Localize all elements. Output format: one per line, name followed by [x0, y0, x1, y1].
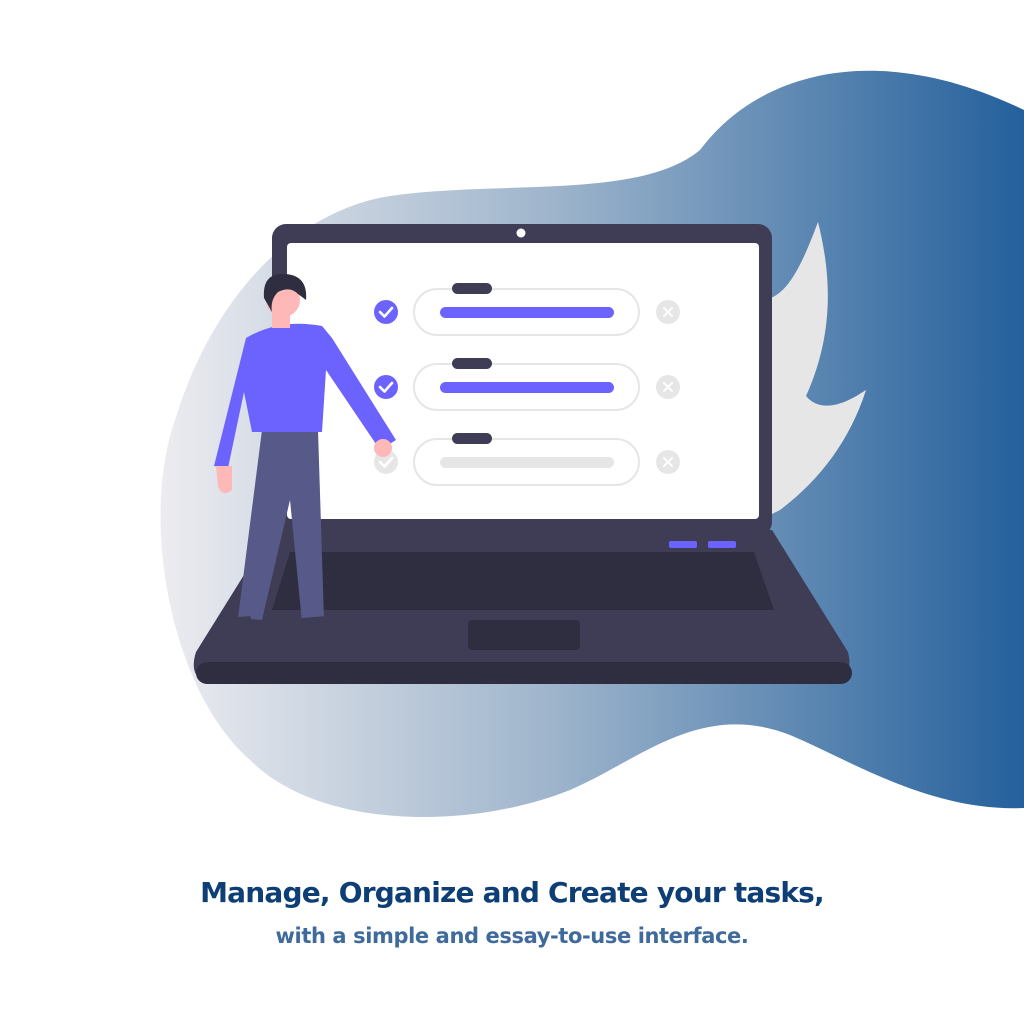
person-figure: [214, 273, 396, 640]
close-icon: [663, 307, 673, 317]
label-icon: [452, 283, 492, 294]
person-shirt: [214, 323, 396, 468]
person-hair: [263, 273, 307, 312]
hero-illustration: [160, 70, 1024, 818]
headline: Manage, Organize and Create your tasks,: [200, 876, 825, 909]
label-icon: [452, 433, 492, 444]
person-hand-left: [216, 466, 232, 494]
laptop-base-edge: [196, 662, 852, 684]
person-shoe-right: [300, 616, 340, 636]
keyboard-area: [272, 552, 774, 610]
webcam-icon: [516, 228, 526, 238]
checkmark-icon: [378, 381, 394, 393]
leaf-decoration: [760, 222, 866, 520]
task-bar: [440, 382, 614, 393]
person-leg-back: [238, 430, 324, 622]
label-icon: [452, 358, 492, 369]
person-hand-right: [374, 439, 392, 457]
key-right-a: [669, 541, 697, 548]
touchpad: [468, 620, 580, 650]
checkmark-icon: [378, 456, 394, 468]
checkbox-icon[interactable]: [374, 300, 398, 324]
task-row[interactable]: [374, 283, 680, 336]
subline: with a simple and essay-to-use interface…: [275, 924, 749, 948]
task-bar: [440, 307, 614, 318]
key-right-b: [708, 541, 736, 548]
close-icon: [663, 382, 673, 392]
person-shoe-left: [218, 616, 258, 640]
checkbox-icon[interactable]: [374, 375, 398, 399]
task-row[interactable]: [374, 358, 680, 411]
task-bar: [440, 457, 614, 468]
close-icon: [663, 457, 673, 467]
task-row[interactable]: [374, 433, 680, 486]
checkmark-icon: [378, 306, 394, 318]
task-list: [374, 283, 680, 486]
